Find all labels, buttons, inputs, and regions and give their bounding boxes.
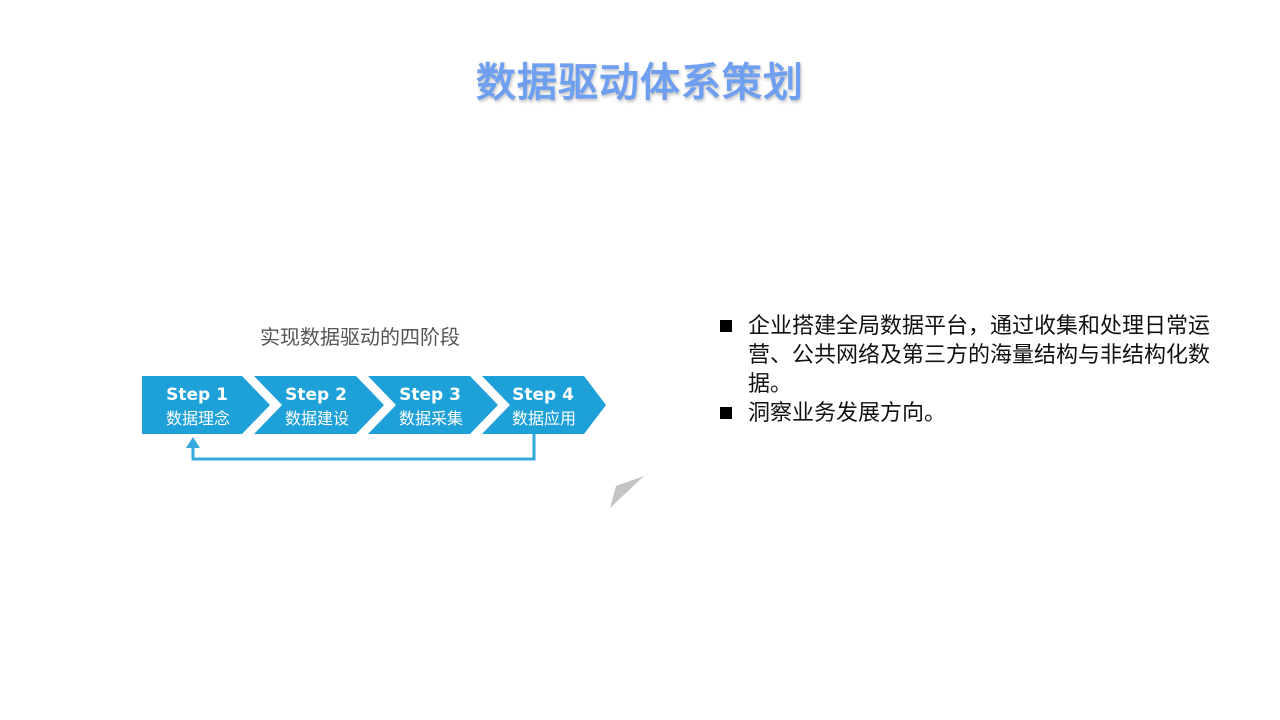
step-3-label: 数据采集 — [399, 409, 463, 428]
bullet-list: 企业搭建全局数据平台，通过收集和处理日常运营、公共网络及第三方的海量结构与非结构… — [718, 312, 1238, 428]
step-1-label: 数据理念 — [166, 409, 230, 428]
slide-title: 数据驱动体系策划 — [476, 60, 804, 106]
loop-arrow-head — [186, 437, 200, 448]
square-bullet-icon — [720, 407, 732, 419]
loop-arrow-line — [191, 434, 536, 461]
step-2-title: Step 2 — [285, 385, 347, 405]
step-3-chevron — [368, 376, 498, 434]
bullet-text-2: 洞察业务发展方向。 — [748, 401, 947, 426]
figure-caption: 实现数据驱动的四阶段 — [260, 325, 460, 349]
process-figure: 实现数据驱动的四阶段 Step 1 Step 2 Step 3 Step 4 数… — [138, 300, 644, 512]
step-4-chevron — [482, 376, 606, 434]
bullet-item-2: 洞察业务发展方向。 — [718, 399, 1238, 428]
bullet-item-1: 企业搭建全局数据平台，通过收集和处理日常运营、公共网络及第三方的海量结构与非结构… — [718, 312, 1238, 399]
step-4-label: 数据应用 — [512, 409, 576, 428]
page-curl-decoration — [610, 476, 644, 508]
step-3-title: Step 3 — [399, 385, 461, 405]
step-2-chevron — [254, 376, 384, 434]
step-2-label: 数据建设 — [285, 409, 349, 428]
step-1-chevron — [142, 376, 270, 434]
step-1-title: Step 1 — [166, 385, 228, 405]
process-diagram: 实现数据驱动的四阶段 Step 1 Step 2 Step 3 Step 4 数… — [142, 325, 644, 508]
square-bullet-icon — [720, 320, 732, 332]
bullet-text-1: 企业搭建全局数据平台，通过收集和处理日常运营、公共网络及第三方的海量结构与非结构… — [748, 314, 1211, 397]
step-4-title: Step 4 — [512, 385, 574, 405]
